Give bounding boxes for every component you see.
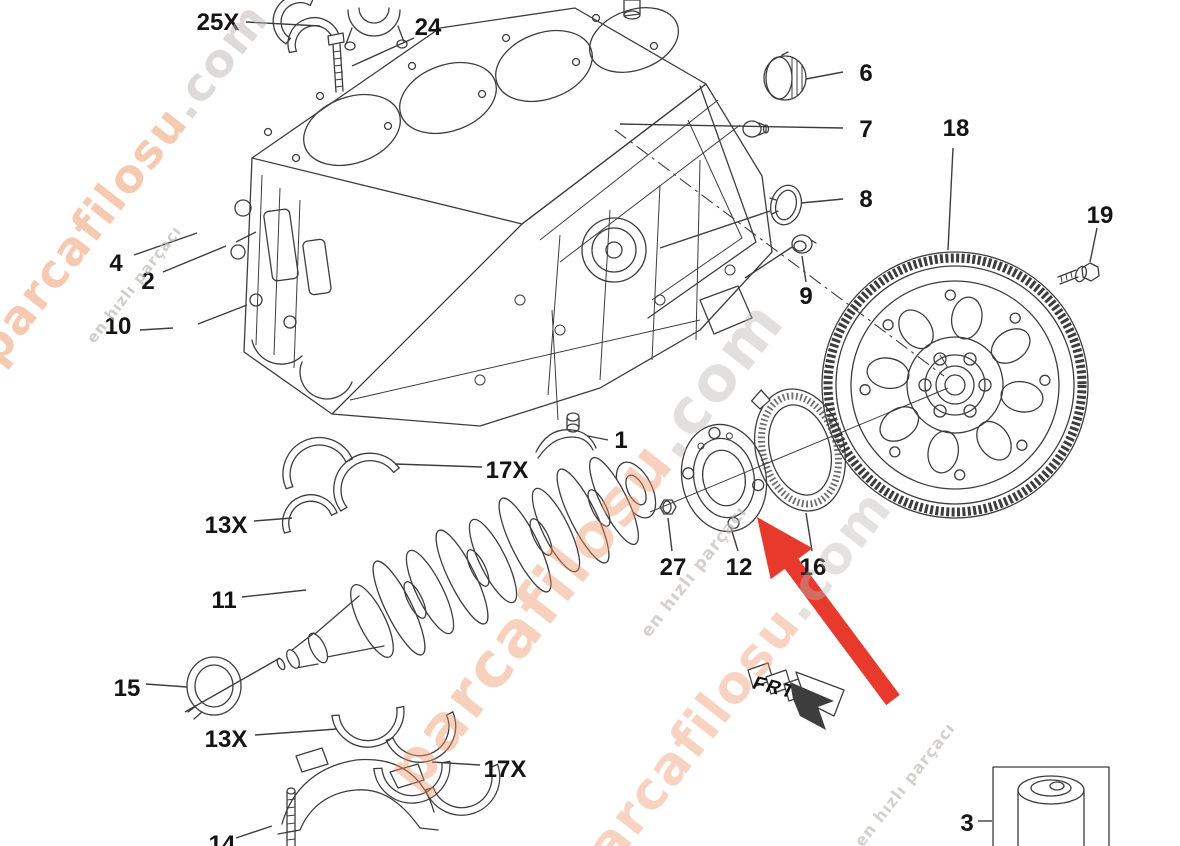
leader-lines [133, 21, 1098, 839]
bearing-shells-17x-lower-drawing [373, 760, 501, 816]
bearing-cap-drawing [277, 747, 439, 835]
rod-bolt-24-drawing [327, 32, 345, 93]
callout-3: 3 [960, 810, 973, 837]
bearing-shells-17x-upper-drawing [282, 436, 400, 512]
flywheel-bolt-19-drawing [1057, 262, 1100, 285]
boxed-part-3-drawing [992, 766, 1110, 846]
callout-7: 7 [859, 116, 872, 143]
callout-25x-top: 25X [197, 9, 240, 36]
callout-19: 19 [1087, 202, 1114, 229]
callout-11: 11 [211, 587, 236, 614]
callout-13x-upper: 13X [205, 512, 248, 539]
plug-7-drawing [742, 120, 770, 138]
callout-27: 27 [660, 554, 687, 581]
callout-8: 8 [859, 186, 872, 213]
connecting-rod-drawing [344, 7, 408, 51]
callout-4: 4 [109, 250, 123, 277]
engine-block-drawing [230, 0, 773, 427]
callout-15: 15 [114, 675, 141, 702]
callout-18: 18 [943, 115, 970, 142]
callout-24: 24 [415, 14, 442, 41]
bearing-8-drawing [769, 184, 803, 226]
crankshaft-drawing [276, 456, 657, 671]
callout-2: 2 [141, 268, 154, 295]
flywheel-drawing [821, 251, 1089, 519]
bearing-shells-25x-drawing [272, 0, 340, 54]
callout-13x-lower: 13X [205, 726, 248, 753]
crank-axis-line [649, 387, 949, 513]
cap-stud-14-drawing [286, 787, 296, 846]
callout-6: 6 [859, 60, 872, 87]
callout-16: 16 [800, 554, 827, 581]
cup-plug-6-drawing [763, 51, 807, 101]
frt-direction-marker: FRT [747, 662, 845, 730]
front-seal-15-drawing [186, 656, 242, 720]
callout-17x-upper: 17X [486, 457, 529, 484]
callout-17x-lower: 17X [484, 756, 527, 783]
callout-9: 9 [799, 283, 812, 310]
highlight-arrow [757, 517, 900, 706]
callout-1: 1 [614, 427, 627, 454]
rear-seal-16-drawing [750, 388, 847, 512]
frt-arrow-icon [790, 682, 834, 730]
bracket-1-drawing [535, 412, 597, 459]
flange-plate-12-drawing [680, 423, 768, 533]
callout-12: 12 [726, 554, 753, 581]
nut-27-drawing [659, 499, 677, 515]
thrust-washer-13x-upper-drawing [282, 494, 338, 534]
callout-14: 14 [209, 831, 236, 846]
crank-axis-dashdot-line [614, 129, 945, 377]
callout-10: 10 [105, 313, 132, 340]
plug-9-drawing [791, 234, 817, 254]
bearing-shells-13x-lower-drawing [331, 705, 457, 763]
